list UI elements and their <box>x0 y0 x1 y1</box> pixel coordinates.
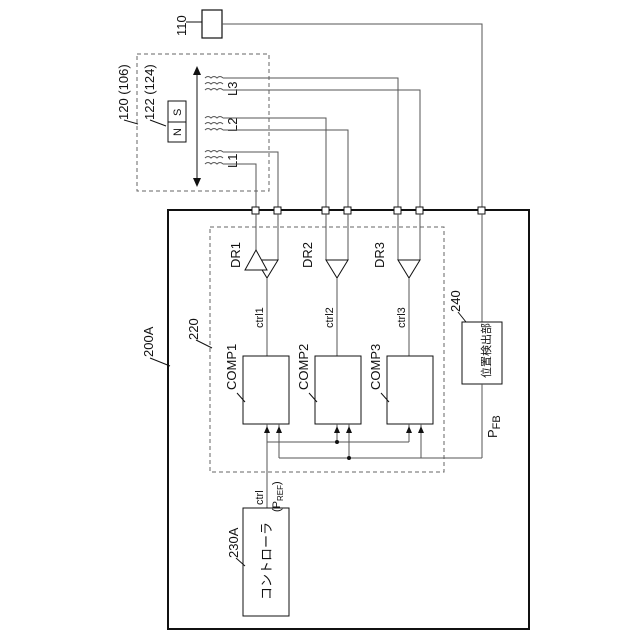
driver-output-wires <box>256 214 420 260</box>
position-detector-label: 位置検出部 <box>479 323 493 378</box>
coil-l3-label: L3 <box>225 82 240 96</box>
dr2-label: DR2 <box>300 242 315 268</box>
pfb-label: PFB <box>485 415 503 438</box>
driver-dr2 <box>326 260 348 278</box>
controller-label: コントローラ <box>259 522 274 600</box>
comp2-label: COMP2 <box>296 344 311 390</box>
ref-230a: 230A <box>226 527 241 558</box>
position-sensor-110 <box>202 10 222 38</box>
ref-122: 122 (124) <box>142 64 157 120</box>
comparator-input-arrows <box>264 426 424 433</box>
magnet-s-label: S <box>172 109 184 116</box>
ctrl3-label: ctrl3 <box>396 307 408 328</box>
pref-label: (PREF) <box>271 481 285 512</box>
comparator-comp3 <box>387 356 433 424</box>
ref-240: 240 <box>448 290 463 312</box>
comp3-label: COMP3 <box>368 344 383 390</box>
comp1-label: COMP1 <box>224 344 239 390</box>
ref-110: 110 <box>174 15 189 36</box>
driver-dr3 <box>398 260 420 278</box>
ref-220: 220 <box>186 318 201 340</box>
ref-200a: 200A <box>141 326 156 357</box>
ctrl1-label: ctrl1 <box>254 307 266 328</box>
dr1-label: DR1 <box>228 242 243 268</box>
ctrl-signal-wires <box>267 278 409 356</box>
coil-l2 <box>205 117 223 131</box>
magnet-n-label: N <box>172 128 184 136</box>
comparator-input-wires <box>267 424 482 508</box>
coil-wiring <box>223 78 420 210</box>
coil-l3 <box>205 77 223 91</box>
movement-arrow <box>193 66 201 187</box>
comparator-comp1 <box>243 356 289 424</box>
ctrl-label: ctrl <box>254 490 266 505</box>
ctrl2-label: ctrl2 <box>324 307 336 328</box>
ref-120: 120 (106) <box>116 64 131 120</box>
coil-l1 <box>205 151 223 165</box>
coil-l1-label: L1 <box>225 154 240 168</box>
sensor-wire <box>222 24 482 210</box>
dr3-label: DR3 <box>372 242 387 268</box>
comparator-comp2 <box>315 356 361 424</box>
